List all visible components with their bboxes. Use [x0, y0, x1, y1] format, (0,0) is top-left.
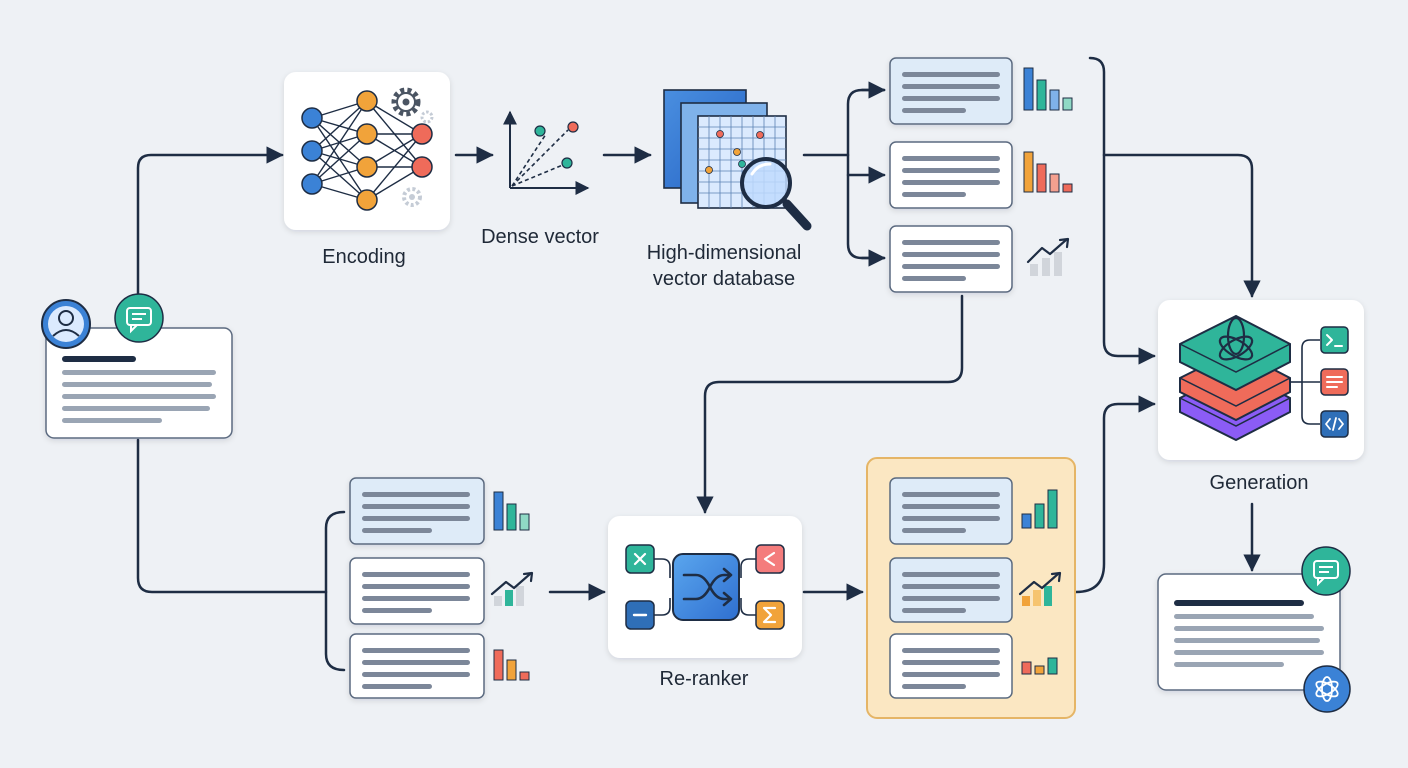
connector-query-to-candidates [136, 438, 328, 594]
connectors [136, 56, 1261, 672]
retrieved-document-2 [889, 141, 1013, 209]
relevance-bars-icon [1023, 67, 1073, 111]
trend-chart-icon [1026, 237, 1070, 276]
connector-bracket-bottom [324, 510, 346, 672]
candidate-document-1 [349, 477, 485, 545]
openai-logo-icon [1218, 316, 1254, 361]
trend-chart-icon [490, 571, 534, 606]
chat-bubble-icon [1301, 546, 1351, 596]
minus-icon [625, 600, 655, 630]
reranker-connectors [654, 558, 756, 616]
candidate-document-3 [349, 633, 485, 699]
neural-network-icon [301, 90, 433, 211]
chat-bubble-icon [114, 293, 164, 343]
vector-db-label-line1: High-dimensional [647, 242, 802, 264]
retrieved-document-3 [889, 225, 1013, 293]
connector-to-generation-top [1102, 153, 1261, 298]
close-icon [625, 544, 655, 574]
relevance-bars-icon [1023, 151, 1073, 193]
candidate-document-2 [349, 557, 485, 625]
llm-stack-icon [1179, 314, 1291, 442]
generation-label: Generation [1210, 472, 1309, 494]
less-than-icon [755, 544, 785, 574]
magnifier-icon [740, 157, 812, 231]
user-avatar-icon [41, 299, 91, 349]
vector-db-label-line2: vector database [653, 268, 795, 290]
relevance-bars-icon [493, 649, 530, 681]
relevance-bars-icon [1021, 489, 1058, 529]
openai-logo-icon [1303, 665, 1351, 713]
code-icon [1320, 410, 1349, 438]
selected-document-2 [889, 557, 1013, 623]
sigma-icon [755, 600, 785, 630]
dense-vector-label: Dense vector [481, 226, 599, 248]
query-card [45, 327, 233, 439]
vector-plot-icon [503, 110, 590, 195]
connector-doc-to-reranker [696, 294, 964, 514]
shuffle-icon [672, 553, 740, 621]
generation-outputs-connector [1290, 339, 1320, 425]
retrieved-document-1 [889, 57, 1013, 125]
selected-document-3 [889, 633, 1013, 699]
gear-icon [391, 87, 434, 124]
gear-icon [402, 187, 422, 207]
relevance-bars-icon [1021, 657, 1058, 675]
connector-selected-to-generation [1074, 395, 1156, 594]
answer-card [1157, 573, 1341, 691]
reranker-label: Re-ranker [660, 668, 749, 690]
terminal-icon [1320, 326, 1349, 354]
trend-chart-icon [1018, 571, 1062, 606]
document-icon [1320, 368, 1349, 396]
encoding-label: Encoding [322, 246, 405, 268]
relevance-bars-icon [493, 491, 530, 531]
selected-document-1 [889, 477, 1013, 545]
connector-query-to-encoding [136, 146, 284, 300]
vector-grid-database-icon [663, 89, 787, 209]
connector-brace-right [1088, 56, 1156, 365]
